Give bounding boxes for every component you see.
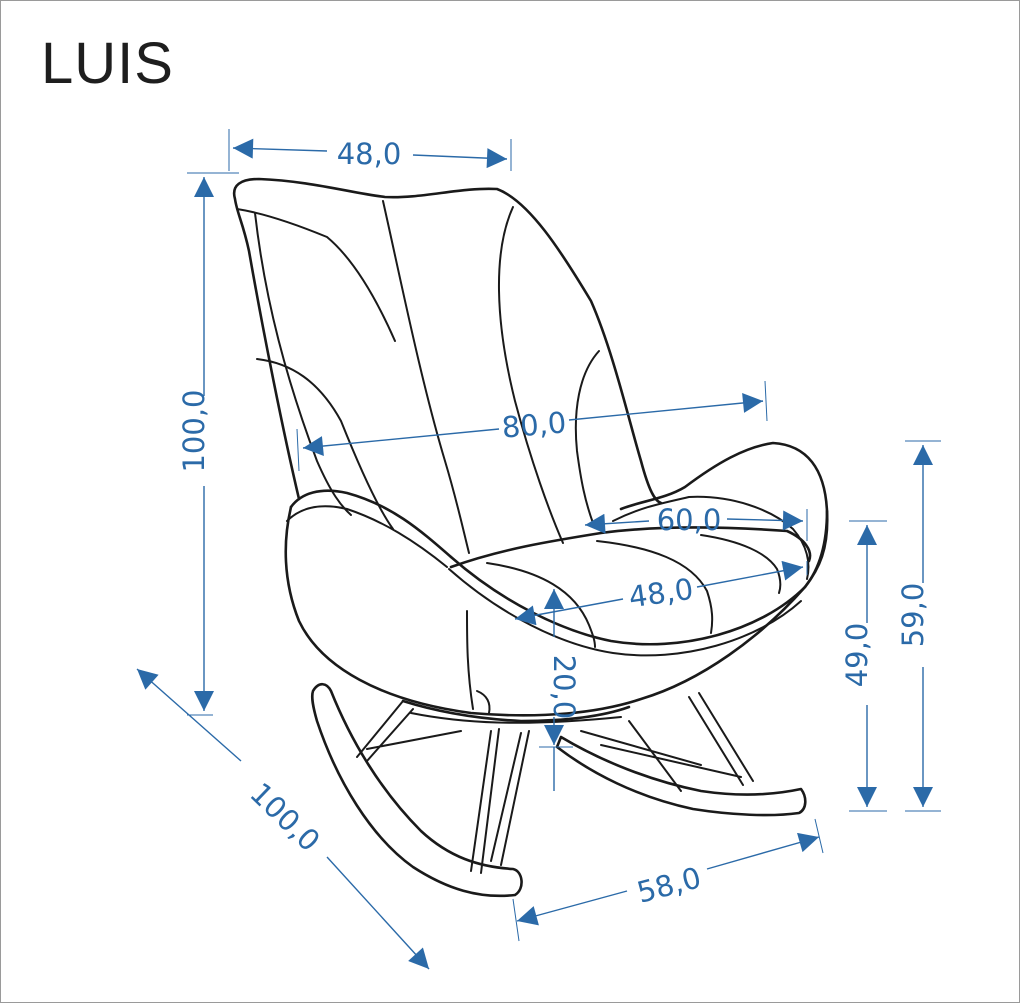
backrest-seam-1 (254, 212, 352, 516)
backrest-outline (232, 177, 663, 505)
chair-drawing (232, 177, 829, 898)
seat-seam-3 (700, 534, 782, 594)
right-armrest-inner (612, 495, 810, 580)
leg-back-right (688, 692, 754, 786)
base-plate-edge (410, 712, 622, 724)
shell-tab (476, 690, 491, 714)
leg-braces (366, 730, 742, 778)
dim-label-seat-height: 49,0 (840, 623, 874, 688)
dim-base-width: 58,0 (512, 818, 824, 942)
right-rocker (555, 735, 807, 817)
dim-armrest-height: 59,0 (896, 440, 941, 812)
seat-seam-1 (486, 562, 596, 648)
dim-label-total-width: 80,0 (500, 405, 567, 444)
backrest-seam-3 (497, 206, 564, 544)
dim-seat-thickness: 20,0 (539, 589, 581, 791)
base-plate (401, 699, 631, 723)
leg-front-right (628, 720, 682, 792)
dim-label-seat-depth: 48,0 (627, 572, 696, 615)
shell-front-seam (466, 610, 474, 710)
seat-cushion (449, 526, 812, 569)
leg-back-left (356, 700, 414, 762)
dim-label-total-depth: 100,0 (243, 776, 326, 858)
dimensions: 48,0 100,0 80,0 (136, 129, 941, 970)
seat-seam-2 (596, 540, 714, 634)
seat-front-lip (449, 555, 807, 646)
backrest-seam-4 (256, 358, 394, 530)
left-armrest (289, 489, 453, 559)
dim-label-seat-thickness: 20,0 (547, 655, 581, 720)
left-rocker (310, 682, 523, 898)
backrest-seam-5 (574, 350, 600, 524)
backrest-seam-2 (382, 200, 470, 554)
dim-armrest-width: 60,0 (584, 503, 808, 541)
dim-backrest-width: 48,0 (228, 129, 512, 171)
left-armrest-inner (286, 505, 448, 568)
dim-label-base-width: 58,0 (633, 860, 704, 910)
dim-label-armrest-width: 60,0 (657, 503, 722, 537)
product-title: LUIS (41, 31, 174, 96)
leg-front-left-2 (490, 730, 530, 866)
backrest-seam-top (236, 208, 396, 342)
right-armrest (619, 441, 829, 589)
dim-seat-height: 49,0 (840, 520, 887, 812)
dim-label-backrest-width: 48,0 (337, 137, 402, 171)
dim-label-total-height: 100,0 (177, 389, 211, 472)
dim-label-armrest-height: 59,0 (896, 583, 930, 648)
dim-total-depth: 100,0 (136, 668, 430, 970)
dim-seat-depth: 48,0 (514, 560, 808, 626)
leg-front-left (470, 728, 500, 874)
seat-front-lip-inner (448, 568, 802, 657)
dim-total-height: 100,0 (177, 172, 239, 716)
dim-total-width: 80,0 (296, 380, 768, 472)
